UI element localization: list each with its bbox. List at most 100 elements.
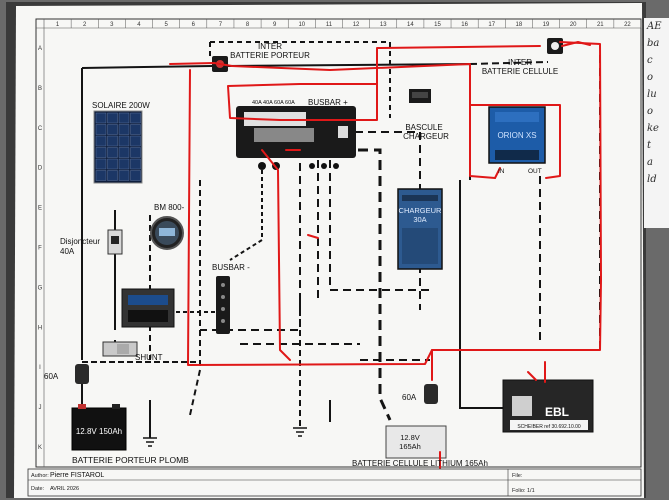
- note-line: o: [647, 72, 654, 83]
- orion-label: ORION XS: [497, 131, 536, 140]
- solar-cell: [130, 135, 141, 147]
- column-label: 16: [461, 22, 468, 28]
- busbar-minus-label: BUSBAR -: [212, 263, 250, 272]
- inter-porteur-label-2: BATTERIE PORTEUR: [230, 51, 310, 60]
- solar-cell: [95, 170, 107, 181]
- column-ticks: [70, 19, 642, 28]
- battery-porteur-icon: [71, 404, 127, 451]
- battery-monitor-icon: [150, 216, 184, 250]
- folio-label: Folio: 1/1: [512, 488, 535, 494]
- solar-cell: [118, 124, 130, 135]
- solar-cell: [107, 112, 118, 124]
- column-label: 4: [137, 22, 141, 28]
- row-label: A: [38, 46, 42, 52]
- bascule-label-2: CHARGEUR: [403, 132, 449, 141]
- solar-cell: [118, 147, 130, 158]
- busbar-minus-icon: [216, 276, 230, 334]
- battery-porteur-value: 12.8V 150Ah: [76, 427, 122, 436]
- title-block: Author: Pierre FISTAROL Date: AVRIL 2026…: [27, 468, 642, 497]
- note-line: t: [647, 140, 652, 151]
- solar-cell: [118, 135, 130, 147]
- solar-cell: [107, 170, 118, 181]
- battery-lithium-icon: [385, 425, 447, 459]
- column-label: 21: [597, 22, 604, 28]
- solar-cell: [118, 158, 130, 170]
- solar-cell: [95, 135, 107, 147]
- shunt-label: SHUNT: [135, 353, 163, 362]
- fuse-60a-left-icon: [75, 364, 89, 384]
- note-line: c: [647, 55, 653, 66]
- solar-cell: [95, 147, 107, 158]
- inter-porteur-label-1: INTER: [258, 42, 282, 51]
- row-label: H: [38, 325, 42, 331]
- ground-symbols: [143, 427, 307, 447]
- column-label: 12: [353, 22, 360, 28]
- column-label: 5: [164, 22, 168, 28]
- fuse-60a-left-label: 60A: [44, 372, 59, 381]
- column-label: 13: [380, 22, 387, 28]
- column-label: 10: [298, 22, 305, 28]
- note-line: ke: [647, 123, 659, 134]
- column-label: 3: [110, 22, 114, 28]
- note-line: o: [647, 106, 654, 117]
- solar-cell: [95, 124, 107, 135]
- column-label: 17: [488, 22, 495, 28]
- column-label: 22: [624, 22, 631, 28]
- orion-out-label: OUT: [528, 168, 542, 175]
- column-label: 1: [56, 22, 60, 28]
- column-label: 20: [570, 22, 577, 28]
- busbar-plus-label: BUSBAR +: [308, 98, 348, 107]
- author-label: Author:: [31, 473, 49, 479]
- relay-icon: [409, 89, 431, 103]
- row-label: G: [38, 285, 43, 291]
- inter-cellule-label-2: BATTERIE CELLULE: [482, 67, 558, 76]
- solar-cell: [118, 112, 130, 124]
- red-annotations: [169, 41, 602, 469]
- row-label: D: [38, 166, 43, 172]
- row-label: J: [39, 405, 42, 411]
- battery-lithium-value-2: 165Ah: [399, 442, 421, 451]
- mppt-controller-icon: [121, 288, 175, 328]
- column-label: 9: [273, 22, 277, 28]
- ebl-brand-label: EBL: [545, 405, 569, 419]
- battery-cellule-label: BATTERIE CELLULE LITHIUM 165Ah: [352, 459, 488, 468]
- row-label: I: [39, 365, 41, 371]
- solar-panel-icon: [93, 110, 143, 184]
- solar-cell: [107, 147, 118, 158]
- solar-cell: [130, 124, 141, 135]
- solar-cell: [118, 170, 130, 181]
- date-label: Date:: [31, 486, 45, 492]
- note-line: a: [647, 157, 653, 168]
- row-label: C: [38, 126, 43, 132]
- inter-cellule-label-1: INTER: [508, 58, 532, 67]
- column-label: 7: [219, 22, 223, 28]
- solar-cell: [130, 112, 141, 124]
- handwritten-margin-note: AE ba c o lu o ke t a ld: [644, 18, 669, 228]
- solar-cell: [95, 158, 107, 170]
- fuse-60a-right-label: 60A: [402, 393, 417, 402]
- breaker-icon: [107, 229, 123, 255]
- row-label: B: [38, 86, 42, 92]
- solar-cell: [130, 170, 141, 181]
- column-label: 2: [83, 22, 87, 28]
- chargeur-label-2: 30A: [413, 215, 426, 224]
- column-label: 19: [543, 22, 550, 28]
- battery-switch-cellule-icon: [547, 38, 563, 54]
- charger-icon: [397, 188, 443, 270]
- disjoncteur-label-1: Disjoncteur: [60, 237, 100, 246]
- column-label: 8: [246, 22, 250, 28]
- diagram-text: INTER BATTERIE PORTEUR INTER BATTERIE CE…: [44, 42, 581, 468]
- column-label: 15: [434, 22, 441, 28]
- note-line: lu: [647, 89, 657, 100]
- solaire-label: SOLAIRE 200W: [92, 101, 150, 110]
- column-label: 6: [192, 22, 196, 28]
- battery-porteur-label: BATTERIE PORTEUR PLOMB: [72, 455, 189, 465]
- drawing-frame: [35, 18, 642, 468]
- bascule-label-1: BASCULE: [405, 123, 442, 132]
- solar-cell: [130, 158, 141, 170]
- solar-cell: [107, 124, 118, 135]
- note-line: ba: [647, 38, 660, 49]
- shunt-icon: [102, 341, 138, 357]
